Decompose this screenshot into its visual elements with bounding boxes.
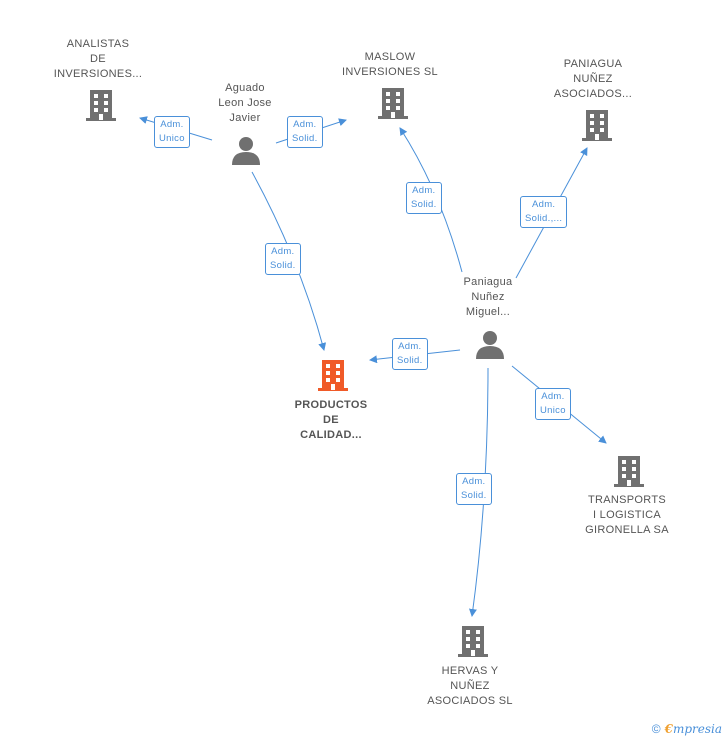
building-icon-productos [318, 360, 348, 391]
label-line: PANIAGUA [563, 58, 623, 70]
edge-label-miguel-transports[interactable]: Adm. Unico [535, 388, 571, 420]
person-icon-paniagua-miguel [476, 331, 504, 359]
node-label-maslow[interactable]: MASLOW INVERSIONES SL [340, 50, 440, 80]
brand-logo[interactable]: €mpresia [665, 722, 722, 736]
building-icon-hervas [458, 626, 488, 657]
label-line: CALIDAD... [300, 429, 362, 441]
brand-name: mpresia [672, 722, 722, 736]
label-line: HERVAS Y [441, 665, 499, 677]
label-line: ASOCIADOS SL [427, 695, 513, 707]
label-line: Paniagua [463, 276, 513, 288]
edge-label-aguado-productos[interactable]: Adm. Solid. [265, 243, 301, 275]
label-line: TRANSPORTS [588, 494, 666, 506]
edge-label-aguado-analistas[interactable]: Adm. Unico [154, 116, 190, 148]
edge-label-line: Solid. [397, 355, 423, 366]
label-line: Javier [229, 112, 261, 124]
brand-initial: € [664, 722, 673, 736]
node-label-hervas[interactable]: HERVAS Y NUÑEZ ASOCIADOS SL [420, 664, 520, 709]
node-label-aguado[interactable]: Aguado Leon Jose Javier [195, 81, 295, 126]
edge-label-line: Solid.,... [525, 213, 563, 224]
node-label-transports[interactable]: TRANSPORTS I LOGISTICA GIRONELLA SA [577, 493, 677, 538]
edge-label-aguado-maslow[interactable]: Adm. Solid. [287, 116, 323, 148]
edge-label-miguel-hervas[interactable]: Adm. Solid. [456, 473, 492, 505]
building-icon-paniagua-asociados [582, 110, 612, 141]
label-line: Leon Jose [218, 97, 272, 109]
edge-label-line: Adm. [531, 199, 556, 210]
building-icon-analistas [86, 90, 116, 121]
label-line: DE [323, 414, 339, 426]
label-line: INVERSIONES... [53, 68, 143, 80]
label-line: GIRONELLA SA [585, 524, 669, 536]
building-icon-transports [614, 456, 644, 487]
copyright-icon: © [651, 722, 661, 736]
label-line: DE [90, 53, 106, 65]
edge-label-line: Adm. [160, 119, 184, 130]
label-line: I LOGISTICA [592, 509, 662, 521]
edge-label-miguel-productos[interactable]: Adm. Solid. [392, 338, 428, 370]
node-label-paniagua-miguel[interactable]: Paniagua Nuñez Miguel... [438, 275, 538, 320]
label-line: Miguel... [465, 306, 511, 318]
label-line: INVERSIONES SL [342, 66, 438, 78]
edge-label-line: Adm. [412, 185, 436, 196]
edge-label-line: Solid. [411, 199, 437, 210]
edge-label-line: Unico [540, 405, 566, 416]
node-label-productos[interactable]: PRODUCTOS DE CALIDAD... [281, 398, 381, 443]
label-line: Nuñez [471, 291, 505, 303]
edge-label-line: Adm. [462, 476, 486, 487]
label-line: NUÑEZ [450, 680, 490, 692]
edge-label-line: Adm. [271, 246, 295, 257]
node-label-analistas[interactable]: ANALISTAS DE INVERSIONES... [48, 37, 148, 82]
label-line: Aguado [225, 82, 265, 94]
label-line: NUÑEZ [573, 73, 613, 85]
footer-watermark: © €mpresia [652, 722, 722, 736]
building-icon-maslow [378, 88, 408, 119]
label-line: ANALISTAS [66, 38, 130, 50]
edge-label-line: Solid. [270, 260, 296, 271]
label-line: PRODUCTOS [294, 399, 368, 411]
edge-label-miguel-paniagua[interactable]: Adm. Solid.,... [520, 196, 568, 228]
node-label-paniagua-asociados[interactable]: PANIAGUA NUÑEZ ASOCIADOS... [543, 57, 643, 102]
label-line: ASOCIADOS... [553, 88, 633, 100]
person-icon-aguado [232, 137, 260, 165]
label-line: MASLOW [364, 51, 416, 63]
edge-label-line: Unico [159, 133, 185, 144]
edge-label-line: Adm. [293, 119, 317, 130]
edge-label-line: Adm. [541, 391, 565, 402]
edge-label-line: Solid. [461, 490, 487, 501]
edge-label-line: Solid. [292, 133, 318, 144]
edge-label-miguel-maslow[interactable]: Adm. Solid. [406, 182, 442, 214]
edge-label-line: Adm. [398, 341, 422, 352]
